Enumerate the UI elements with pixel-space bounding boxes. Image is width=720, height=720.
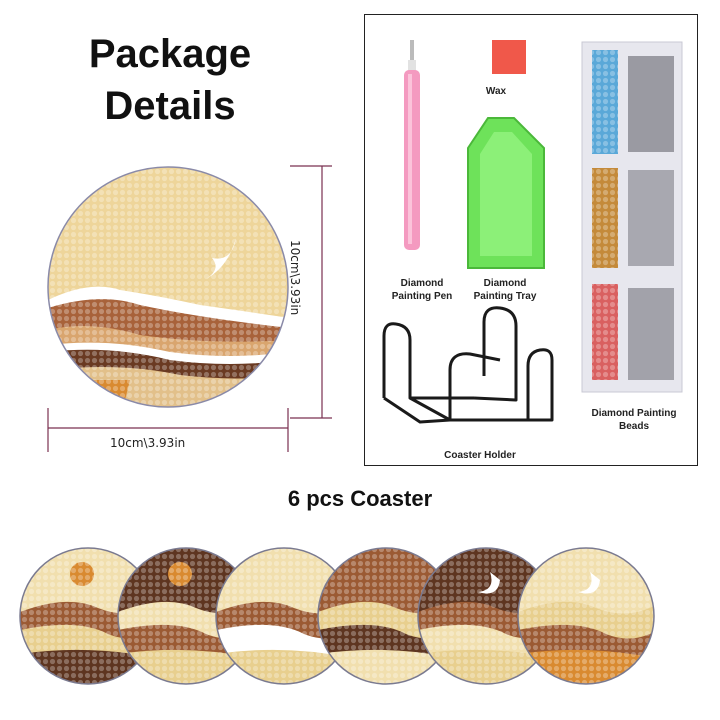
width-dimension-label: 10cm\3.93in — [110, 436, 186, 450]
title-line-1: Package — [88, 32, 252, 76]
coaster-small-6 — [517, 547, 655, 685]
holder-label: Coaster Holder — [444, 450, 516, 461]
coaster-large — [48, 167, 288, 407]
beads-bag-icon — [581, 41, 683, 393]
beads-label: Diamond Painting Beads — [591, 408, 677, 432]
ruler-vertical — [290, 165, 332, 419]
holder-icon — [382, 306, 554, 424]
wax-icon — [492, 40, 526, 74]
tray-label: Diamond Painting Tray — [473, 278, 537, 302]
package-contents-box: Wax Diamond Painting Pen Diamond Paintin… — [364, 14, 698, 466]
pen-icon — [404, 40, 420, 250]
ruler-horizontal — [47, 408, 289, 452]
coaster-row — [19, 547, 655, 685]
title-line-2: Details — [104, 84, 236, 128]
height-dimension-label: 10cm\3.93in — [288, 240, 302, 316]
page-title: Package Details — [40, 28, 300, 132]
coaster-count-heading: 6 pcs Coaster — [287, 486, 433, 511]
tray-icon — [467, 117, 545, 269]
pen-label: Diamond Painting Pen — [391, 278, 453, 302]
coaster-small-1 — [19, 547, 157, 685]
wax-label: Wax — [485, 86, 507, 97]
